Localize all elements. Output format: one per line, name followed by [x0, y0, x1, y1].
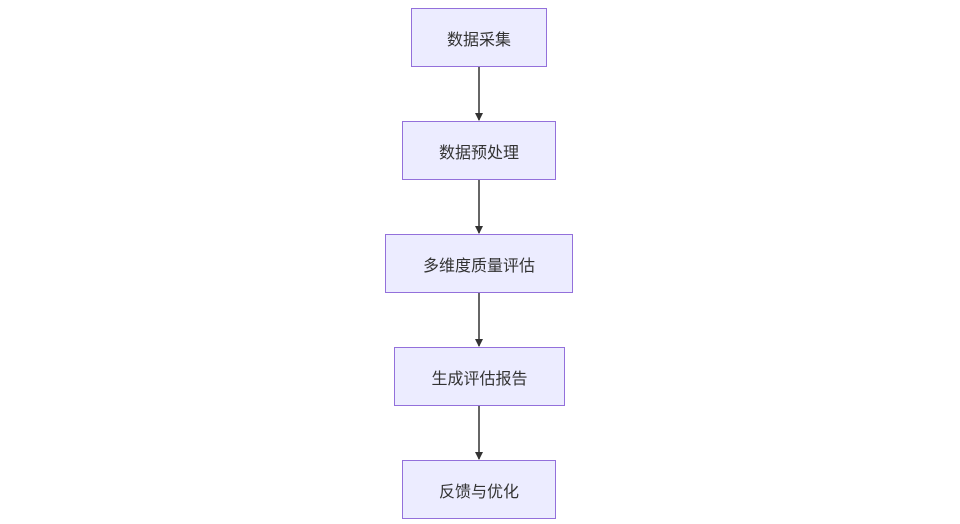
- node-generate-report: 生成评估报告: [394, 347, 565, 406]
- node-label: 数据采集: [446, 29, 511, 49]
- node-label: 数据预处理: [438, 142, 519, 162]
- node-label: 生成评估报告: [431, 368, 528, 388]
- node-quality-assessment: 多维度质量评估: [385, 234, 573, 293]
- node-label: 多维度质量评估: [422, 255, 535, 275]
- node-label: 反馈与优化: [438, 481, 519, 501]
- node-feedback-optimization: 反馈与优化: [402, 460, 556, 519]
- node-data-preprocessing: 数据预处理: [402, 121, 556, 180]
- node-data-collection: 数据采集: [411, 8, 547, 67]
